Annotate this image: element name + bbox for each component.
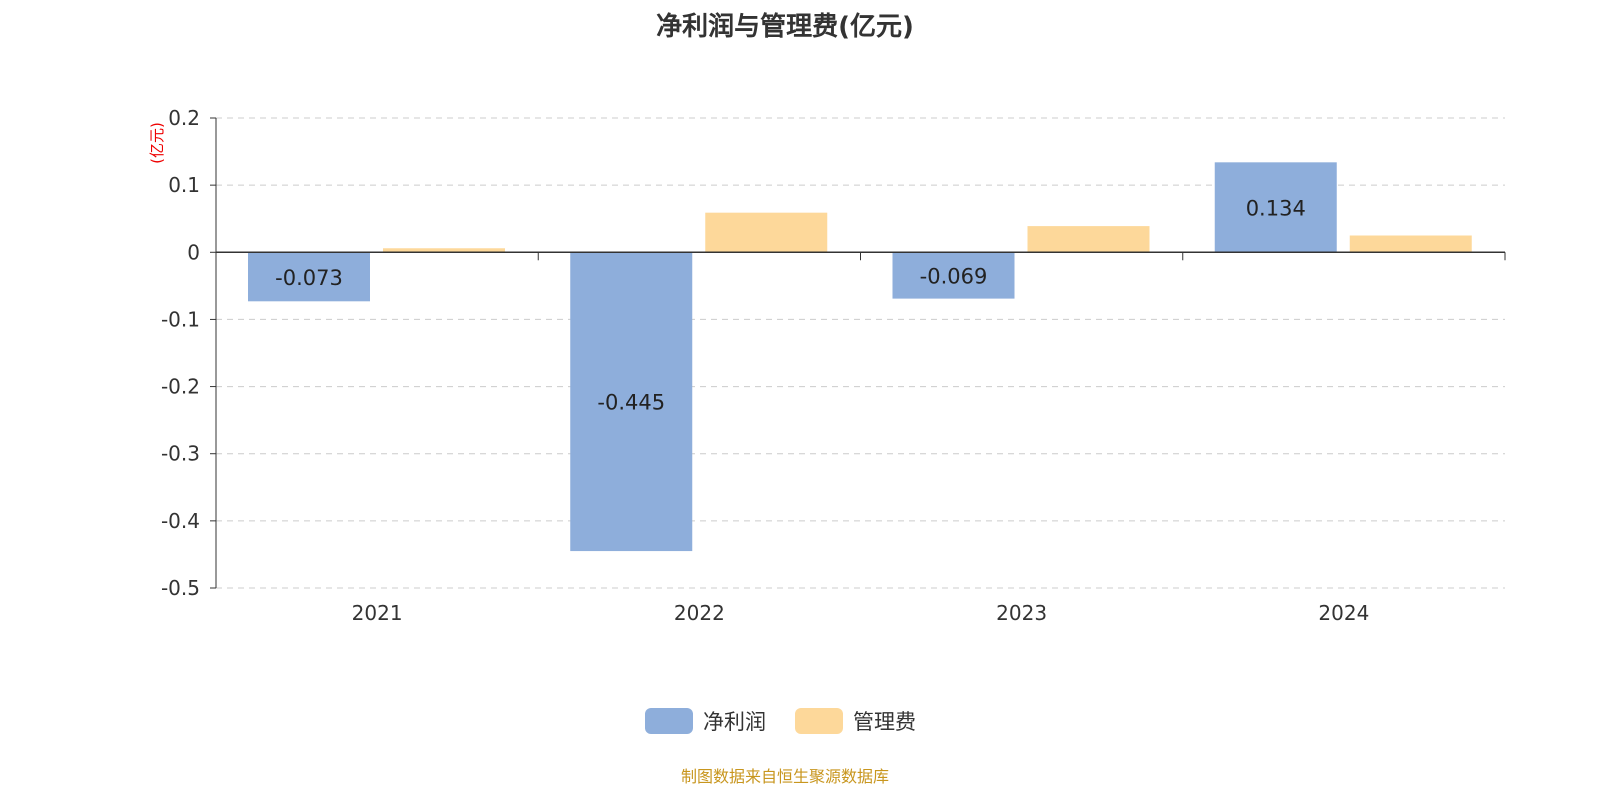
legend-label: 管理费 bbox=[853, 710, 916, 734]
bar-chart: 0.2 0.1 0 -0.1 -0.2 -0.3 -0.4 -0.5 (亿元) -0.073 202… bbox=[148, 106, 1506, 734]
data-label: -0.073 bbox=[275, 266, 343, 290]
y-tick-label: -0.3 bbox=[161, 442, 200, 466]
legend-label: 净利润 bbox=[703, 710, 766, 734]
x-tick-label: 2023 bbox=[996, 601, 1047, 625]
x-tick-label: 2024 bbox=[1318, 601, 1369, 625]
y-tick-label: 0.2 bbox=[168, 106, 200, 130]
y-tick-label: -0.1 bbox=[161, 307, 200, 331]
data-label: 0.134 bbox=[1246, 196, 1306, 220]
bar-admin-expense-2023 bbox=[1027, 226, 1150, 253]
bar-net-profit-2021 bbox=[248, 252, 370, 302]
y-tick-label: -0.4 bbox=[161, 509, 200, 533]
y-axis-label: (亿元) bbox=[148, 122, 166, 164]
bar-net-profit-2024 bbox=[1214, 162, 1337, 253]
data-source: 制图数据来自恒生聚源数据库 bbox=[680, 767, 889, 786]
y-tick-label: 0 bbox=[187, 240, 200, 264]
bar-admin-expense-2024 bbox=[1349, 235, 1472, 253]
bar-net-profit-2023 bbox=[892, 252, 1015, 299]
data-label: -0.445 bbox=[597, 391, 665, 415]
bar-admin-expense-2021 bbox=[383, 248, 505, 253]
x-tick-label: 2022 bbox=[674, 601, 725, 625]
data-label: -0.069 bbox=[920, 264, 988, 288]
y-tick-label: -0.5 bbox=[161, 576, 200, 600]
y-tick-label: 0.1 bbox=[168, 173, 200, 197]
chart-title: 净利润与管理费(亿元) bbox=[656, 12, 914, 42]
legend-swatch bbox=[645, 708, 693, 734]
legend-swatch bbox=[795, 708, 843, 734]
bar-net-profit-2022 bbox=[570, 252, 693, 552]
x-tick-label: 2021 bbox=[352, 601, 403, 625]
y-tick-label: -0.2 bbox=[161, 375, 200, 399]
bar-admin-expense-2022 bbox=[705, 212, 828, 253]
